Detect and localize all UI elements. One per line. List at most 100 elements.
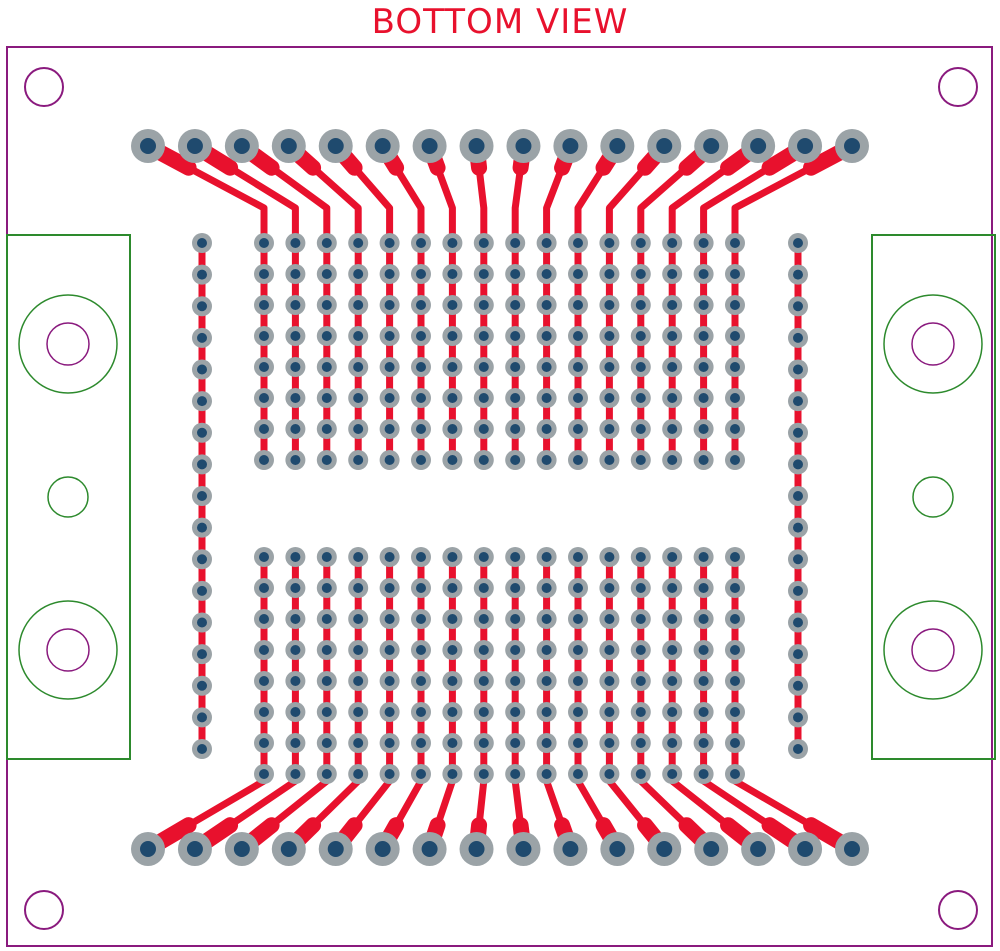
proto-pad-drill — [698, 269, 709, 279]
proto-pad-drill — [698, 707, 709, 717]
proto-pad-drill — [290, 269, 301, 279]
proto-pad-drill — [290, 614, 301, 624]
rail-pad-drill — [793, 522, 803, 533]
proto-pad-drill — [667, 707, 678, 717]
header-pin-bottom-drill — [233, 841, 250, 857]
proto-pad-drill — [635, 552, 646, 562]
proto-pad-drill — [478, 362, 489, 372]
rail-pad-drill — [197, 301, 207, 312]
proto-pad-drill — [259, 552, 269, 562]
proto-pad-drill — [635, 362, 646, 372]
bracket-screw-hole — [46, 628, 90, 672]
proto-pad-drill — [667, 393, 678, 403]
proto-pad-drill — [541, 455, 552, 465]
proto-pad-drill — [290, 300, 301, 310]
rail-pad-drill — [197, 585, 207, 596]
proto-pad-drill — [667, 676, 678, 686]
proto-pad-drill — [384, 269, 395, 279]
proto-pad-drill — [478, 238, 489, 248]
proto-pad-drill — [604, 645, 615, 655]
proto-pad-drill — [259, 393, 269, 403]
proto-pad-drill — [447, 738, 458, 748]
proto-pad-drill — [730, 238, 740, 248]
proto-pad-drill — [730, 769, 740, 779]
proto-pad-drill — [384, 300, 395, 310]
proto-pad-drill — [510, 769, 521, 779]
proto-pad-drill — [447, 707, 458, 717]
rail-pad-drill — [793, 459, 803, 470]
proto-pad-drill — [541, 645, 552, 655]
header-pin-top-drill — [374, 138, 391, 154]
proto-pad-drill — [698, 455, 709, 465]
proto-pad-drill — [478, 645, 489, 655]
proto-pad-drill — [321, 455, 332, 465]
proto-pad-drill — [573, 238, 583, 248]
proto-pad-drill — [698, 331, 709, 341]
proto-pad-drill — [447, 645, 458, 655]
proto-pad-drill — [321, 552, 332, 562]
proto-pad-drill — [321, 583, 332, 593]
proto-pad-drill — [541, 269, 552, 279]
proto-pad-drill — [478, 300, 489, 310]
header-pin-bottom-drill — [656, 841, 673, 857]
rail-pad-drill — [793, 617, 803, 628]
proto-pad-drill — [384, 583, 395, 593]
proto-pad-drill — [321, 645, 332, 655]
proto-pad-drill — [259, 269, 269, 279]
proto-pad-drill — [447, 393, 458, 403]
proto-pad-drill — [353, 583, 364, 593]
proto-pad-drill — [510, 707, 521, 717]
proto-pad-drill — [353, 645, 364, 655]
proto-pad-drill — [416, 676, 426, 686]
proto-pad-drill — [353, 393, 364, 403]
rail-pad-drill — [197, 427, 207, 438]
proto-pad-drill — [416, 238, 426, 248]
proto-pad-drill — [667, 552, 678, 562]
bracket-center-hole — [47, 476, 89, 518]
proto-pad-drill — [353, 269, 364, 279]
rail-pad-drill — [197, 712, 207, 723]
proto-pad-drill — [416, 769, 426, 779]
proto-pad-drill — [478, 676, 489, 686]
proto-pad-drill — [573, 583, 583, 593]
proto-pad-drill — [321, 614, 332, 624]
proto-pad-drill — [573, 269, 583, 279]
proto-pad-drill — [259, 769, 269, 779]
proto-pad-drill — [353, 707, 364, 717]
rail-pad-drill — [793, 554, 803, 565]
rail-pad-drill — [793, 427, 803, 438]
proto-pad-drill — [604, 552, 615, 562]
proto-pad-drill — [541, 769, 552, 779]
proto-pad-drill — [635, 424, 646, 434]
proto-pad-drill — [604, 424, 615, 434]
proto-pad-drill — [353, 614, 364, 624]
proto-pad-drill — [635, 645, 646, 655]
proto-pad-drill — [259, 424, 269, 434]
proto-pad-drill — [416, 424, 426, 434]
proto-pad-drill — [290, 769, 301, 779]
proto-pad-drill — [604, 583, 615, 593]
proto-pad-drill — [353, 738, 364, 748]
proto-pad-drill — [667, 614, 678, 624]
proto-pad-drill — [290, 238, 301, 248]
proto-pad-drill — [259, 331, 269, 341]
proto-pad-drill — [290, 455, 301, 465]
header-pin-top-drill — [327, 138, 344, 154]
proto-pad-drill — [290, 393, 301, 403]
proto-pad-drill — [478, 393, 489, 403]
proto-pad-drill — [384, 455, 395, 465]
proto-pad-drill — [541, 614, 552, 624]
rail-pad-drill — [197, 332, 207, 343]
header-pin-bottom-drill — [515, 841, 532, 857]
proto-pad-drill — [447, 583, 458, 593]
proto-pad-drill — [353, 455, 364, 465]
header-pin-bottom-drill — [186, 841, 203, 857]
proto-pad-drill — [730, 583, 740, 593]
proto-pad-drill — [541, 238, 552, 248]
proto-pad-drill — [730, 707, 740, 717]
proto-pad-drill — [573, 676, 583, 686]
proto-pad-drill — [510, 393, 521, 403]
proto-pad-drill — [510, 676, 521, 686]
proto-pad-drill — [384, 331, 395, 341]
proto-pad-drill — [698, 583, 709, 593]
